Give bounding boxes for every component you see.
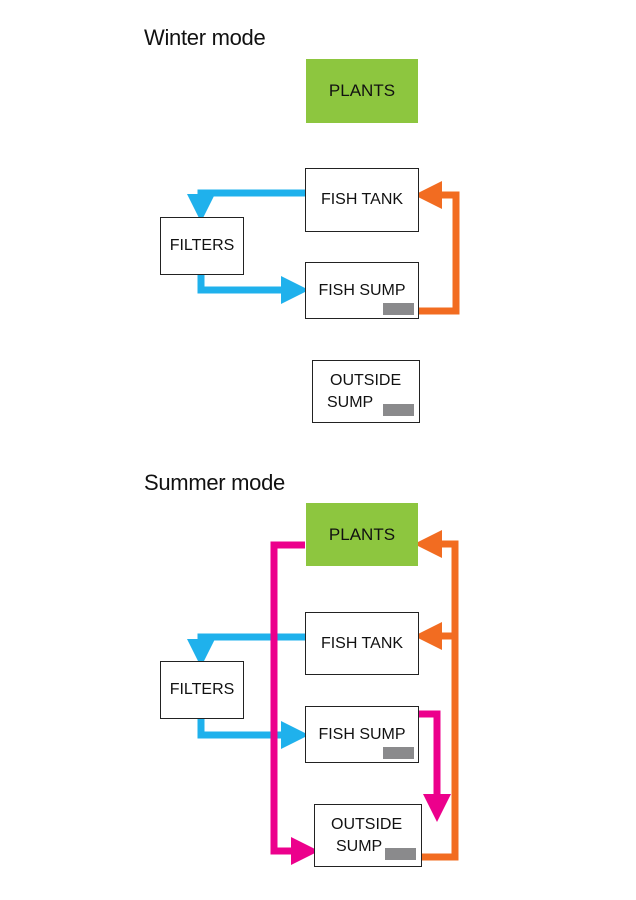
summer-outside-sump-to-plants-flow bbox=[414, 530, 459, 861]
winter-outside-sump-label-line2: SUMP bbox=[327, 393, 374, 411]
winter-filters-to-sump-flow bbox=[197, 275, 309, 304]
winter-fish-sump-pump-icon bbox=[383, 303, 414, 315]
winter-fish-tank-box: FISH TANK bbox=[305, 168, 419, 232]
summer-fish-sump-pump-icon bbox=[383, 747, 414, 759]
summer-outside-sump-pump-icon bbox=[385, 848, 416, 860]
summer-plants-label: PLANTS bbox=[328, 524, 396, 544]
winter-plants-label: PLANTS bbox=[328, 81, 396, 100]
winter-outside-sump-pump-icon bbox=[383, 404, 414, 416]
summer-mode-title: Summer mode bbox=[144, 470, 285, 495]
winter-outside-sump-label-line1: OUTSIDE bbox=[330, 371, 402, 389]
summer-sump-to-outside-sump-flow bbox=[419, 710, 451, 822]
winter-filters-box: FILTERS bbox=[160, 217, 244, 275]
winter-fish-sump-label: FISH SUMP bbox=[318, 282, 406, 299]
winter-filters-label: FILTERS bbox=[169, 237, 235, 254]
winter-tank-to-filters-flow bbox=[187, 189, 305, 222]
winter-plants-box: PLANTS bbox=[306, 59, 418, 123]
summer-tank-to-filters-flow bbox=[187, 633, 305, 667]
winter-fish-tank-label: FISH TANK bbox=[320, 191, 404, 208]
summer-fish-tank-label: FISH TANK bbox=[320, 634, 404, 652]
winter-sump-to-tank-flow bbox=[414, 181, 460, 315]
summer-filters-box: FILTERS bbox=[160, 661, 244, 719]
winter-mode-title: Winter mode bbox=[144, 25, 266, 50]
summer-plants-box: PLANTS bbox=[306, 503, 418, 566]
summer-outside-sump-label-line2: SUMP bbox=[336, 837, 383, 855]
summer-fish-sump-label: FISH SUMP bbox=[318, 726, 406, 743]
summer-filters-to-sump-flow bbox=[197, 719, 309, 749]
summer-filters-label: FILTERS bbox=[169, 681, 235, 698]
summer-outside-sump-label-line1: OUTSIDE bbox=[331, 815, 403, 833]
summer-fish-tank-box: FISH TANK bbox=[305, 612, 419, 675]
summer-plants-to-outside-sump-flow bbox=[270, 541, 319, 865]
